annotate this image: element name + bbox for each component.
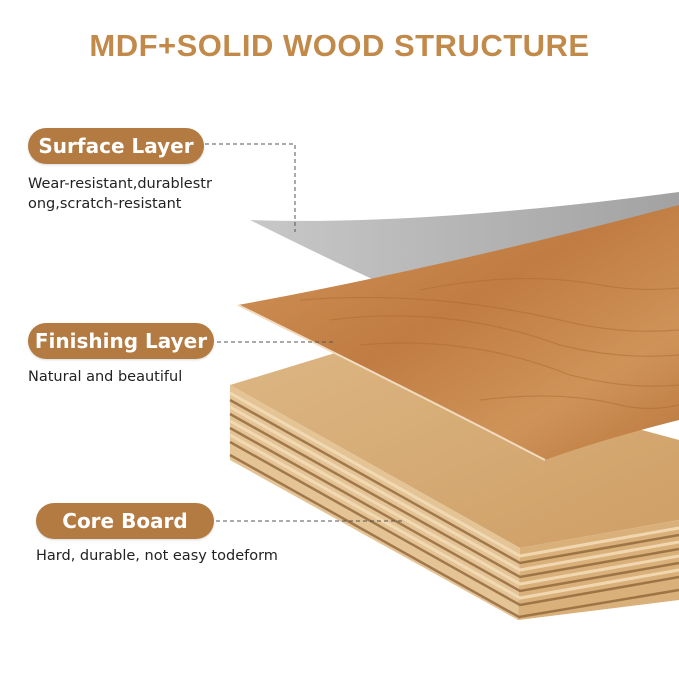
core-board-graphic bbox=[229, 350, 679, 620]
surface-layer-graphic bbox=[250, 192, 679, 300]
core-board-description: Hard, durable, not easy todeform bbox=[36, 548, 278, 564]
core-board-badge: Core Board bbox=[36, 503, 214, 539]
page-title: MDF+SOLID WOOD STRUCTURE bbox=[89, 28, 590, 63]
surface-layer-leader bbox=[205, 143, 296, 232]
surface-layer-badge: Surface Layer bbox=[28, 128, 204, 164]
surface-layer-description: Wear-resistant,durablestr ong,scratch-re… bbox=[28, 176, 212, 212]
finishing-layer-badge: Finishing Layer bbox=[28, 323, 214, 359]
finishing-layer-graphic bbox=[237, 205, 679, 461]
finishing-layer-description: Natural and beautiful bbox=[28, 369, 183, 385]
